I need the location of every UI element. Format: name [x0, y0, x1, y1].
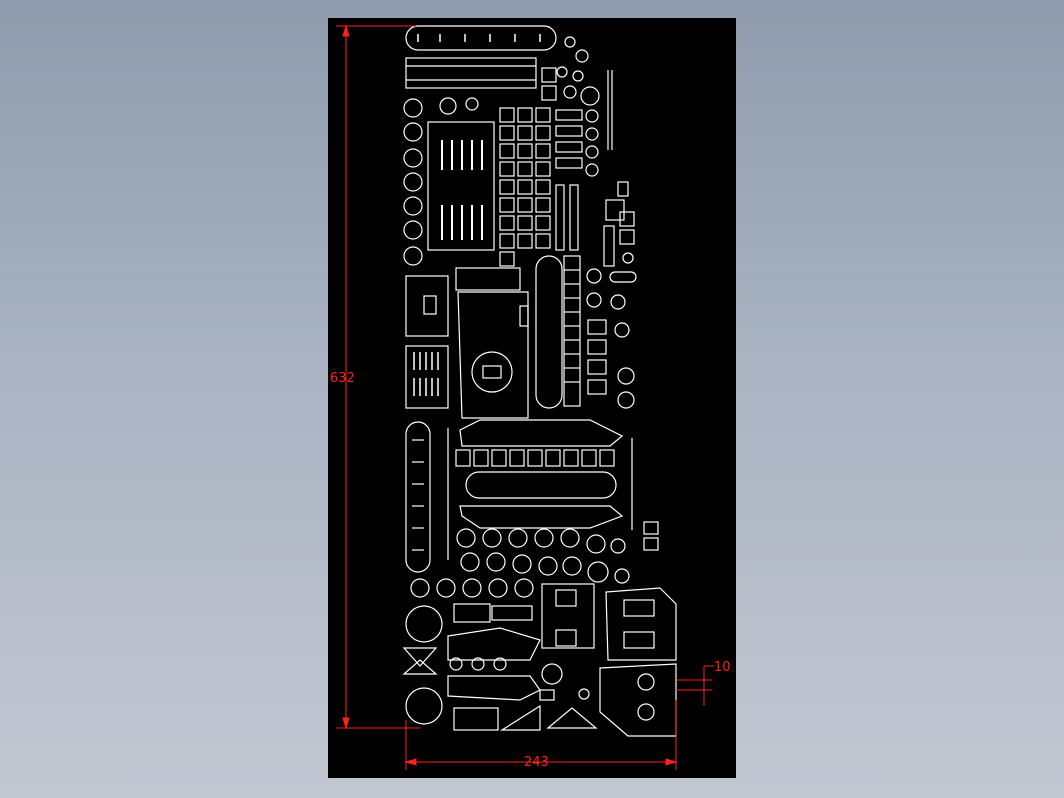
- hatch-plate: [405, 275, 449, 337]
- armor-plate-rear: [605, 587, 677, 661]
- wheel-discs: [410, 528, 630, 598]
- large-disc-lower: [405, 687, 443, 725]
- road-wheel-row: [455, 449, 615, 467]
- track-strip-top: [405, 25, 557, 51]
- small-plate-grid: [499, 107, 551, 267]
- track-strip-vertical: [535, 255, 563, 409]
- hull-side-upper: [459, 419, 624, 447]
- vented-deck-panel: [427, 121, 495, 251]
- parts-layer: [402, 25, 677, 737]
- track-strip-left: [405, 421, 431, 573]
- large-disc-upper: [405, 605, 443, 643]
- armor-plate-front: [599, 663, 677, 737]
- track-strip-middle: [465, 471, 617, 499]
- laser-cut-parts-drawing: 632 243 10: [330, 24, 731, 770]
- small-dimension-label: 10: [714, 660, 731, 675]
- dimension-lines: [336, 24, 714, 770]
- height-dimension-label: 632: [330, 371, 355, 386]
- disc-part: [403, 98, 423, 118]
- fender-piece: [447, 627, 541, 661]
- hull-side-lower: [459, 505, 624, 529]
- engine-deck: [541, 583, 595, 649]
- grille-plate: [405, 345, 449, 409]
- hull-bar: [405, 57, 537, 89]
- width-dimension-label: 243: [524, 755, 549, 770]
- cad-viewport[interactable]: 632 243 10: [328, 18, 736, 778]
- turret-body: [457, 291, 529, 419]
